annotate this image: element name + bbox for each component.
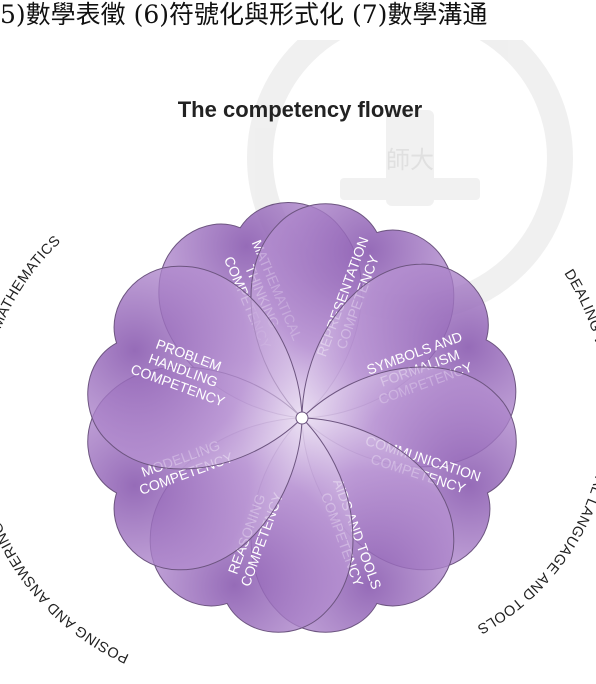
petal-problem-handling: PROBLEMHANDLINGCOMPETENCY bbox=[87, 265, 303, 470]
top-caption-text: 5)數學表徵 (6)符號化與形式化 (7)數學溝通 bbox=[0, 0, 488, 29]
flower-diagram: 師大 The competency flower MATHEMATICALTHI… bbox=[0, 0, 596, 666]
petal-shape bbox=[87, 265, 303, 470]
diagram-title: The competency flower bbox=[178, 97, 423, 122]
seal-watermark-text: 師大 bbox=[386, 147, 434, 174]
flower-center bbox=[295, 411, 309, 425]
petals-group: MATHEMATICALTHINKINGCOMPETENCYREPRESENTA… bbox=[87, 201, 517, 633]
